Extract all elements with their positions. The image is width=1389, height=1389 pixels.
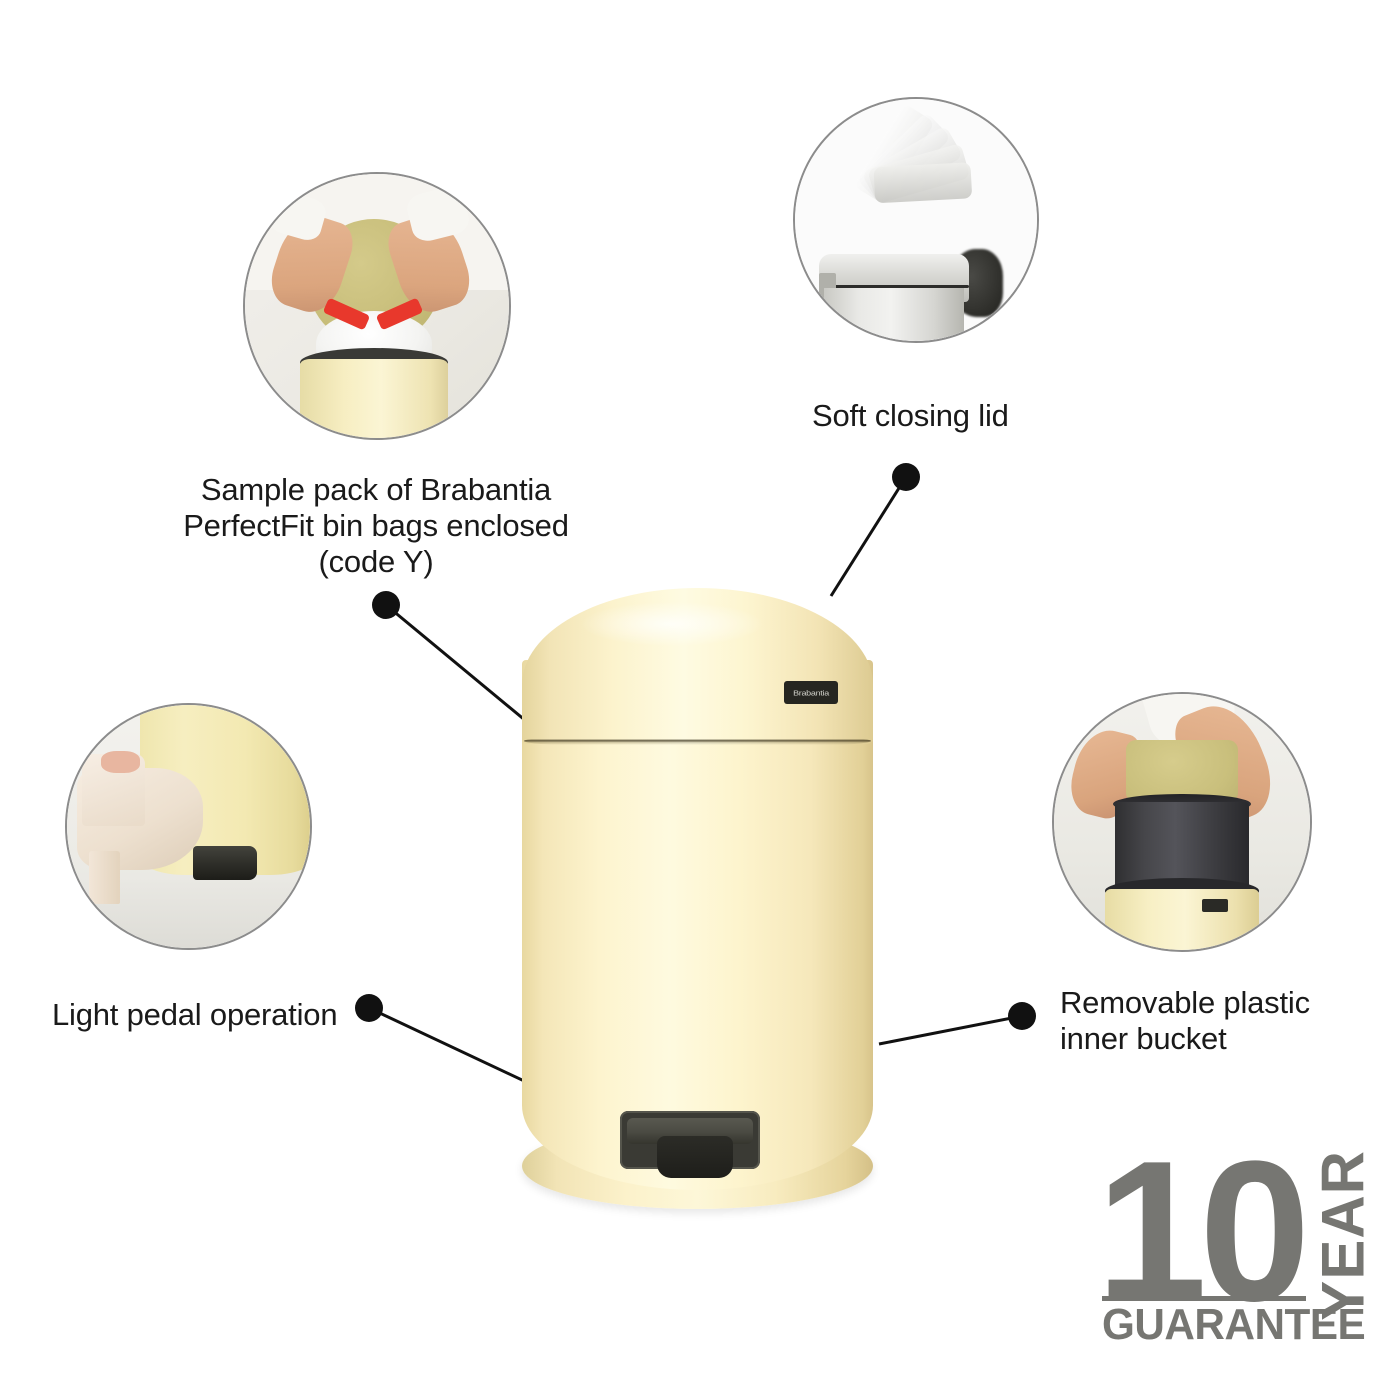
leader-line-inner-bucket <box>878 1014 1023 1046</box>
photo-bin-body <box>1105 888 1259 950</box>
leader-dot-bin-bags <box>372 591 400 619</box>
photo-black-pedal <box>193 845 257 880</box>
guarantee-badge-rule <box>1102 1296 1306 1301</box>
leader-dot-soft-closing-lid <box>892 463 920 491</box>
photo-lid-seam <box>819 285 970 289</box>
guarantee-badge: 10 YEAR GUARANTEE <box>1096 1132 1377 1348</box>
photo-boot-lining <box>101 751 140 774</box>
callout-label-light-pedal: Light pedal operation <box>52 997 338 1032</box>
bin-lid <box>522 588 873 744</box>
brabantia-logo-plate: Brabantia <box>784 681 838 704</box>
callout-label-soft-closing-lid: Soft closing lid <box>812 398 1009 433</box>
bin-pedal-foot <box>657 1136 733 1178</box>
bin-lid-seam <box>524 734 871 748</box>
callout-photo-inner-bucket <box>1054 694 1310 950</box>
guarantee-badge-word: GUARANTEE <box>1102 1300 1366 1349</box>
callout-photo-soft-closing-lid <box>795 99 1037 341</box>
product-image-pedal-bin: Brabantia <box>505 588 895 1228</box>
callout-photo-light-pedal <box>67 705 310 948</box>
photo-lid-ghost-5 <box>873 162 972 204</box>
bin-lid-highlight <box>582 602 762 646</box>
callout-image-bin-bags <box>243 172 511 440</box>
photo-boot-heel <box>88 850 121 905</box>
callout-photo-bin-bags <box>245 174 509 438</box>
photo-brabantia-logo <box>1202 898 1229 912</box>
callout-label-bin-bags: Sample pack of Brabantia PerfectFit bin … <box>183 472 569 579</box>
callout-image-inner-bucket <box>1052 692 1312 952</box>
bin-body <box>522 660 873 1190</box>
guarantee-badge-period: YEAR <box>1310 1150 1377 1321</box>
callout-image-soft-closing-lid <box>793 97 1039 343</box>
leader-dot-inner-bucket <box>1008 1002 1036 1030</box>
photo-bin-body <box>824 287 965 341</box>
leader-line-soft-closing-lid <box>829 476 908 597</box>
callout-label-inner-bucket: Removable plastic inner bucket <box>1060 985 1310 1056</box>
brabantia-logo-text: Brabantia <box>793 688 829 697</box>
callout-image-light-pedal <box>65 703 312 950</box>
photo-bin-body <box>300 358 449 438</box>
